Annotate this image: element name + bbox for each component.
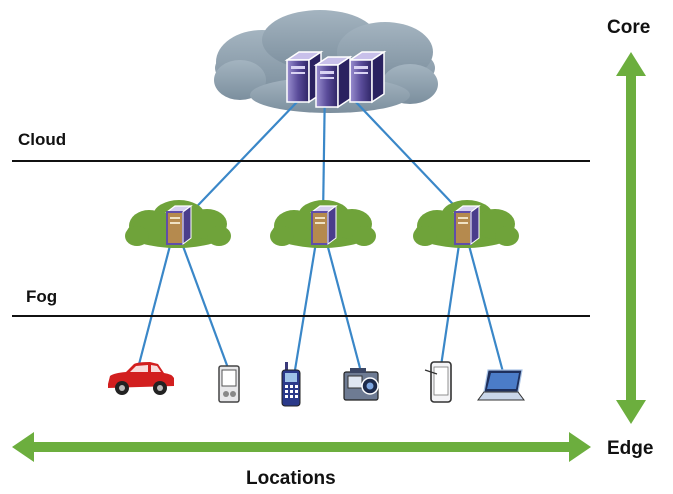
edge-label: Edge [607, 438, 654, 459]
link-fog1-pda [178, 237, 230, 369]
fog-tier-label: Fog [26, 287, 58, 306]
locations-arrow [12, 432, 591, 462]
mobile-phone-icon [281, 362, 301, 407]
server-cluster-icon [284, 50, 387, 109]
cloud-tier-label: Cloud [18, 130, 67, 149]
core-label: Core [607, 17, 651, 38]
car-icon [108, 362, 174, 395]
video-camera-icon [343, 368, 379, 401]
pda-icon [218, 365, 240, 403]
laptop-icon [477, 369, 525, 401]
fog-server-icon [453, 205, 481, 245]
link-fog2-camera [323, 235, 362, 369]
core-edge-arrow [616, 52, 646, 424]
fog-server-icon [310, 205, 338, 245]
fog-node-3 [413, 200, 519, 248]
tablet-icon [424, 361, 452, 403]
fog-node-2 [270, 200, 376, 248]
link-fog1-car [135, 237, 174, 373]
fog-node-1 [125, 200, 231, 248]
link-fog2-phone [293, 235, 319, 371]
fog-server-icon [165, 205, 193, 245]
link-fog3-tablet [439, 237, 462, 367]
locations-label: Locations [246, 468, 336, 489]
link-fog3-laptop [465, 237, 505, 373]
